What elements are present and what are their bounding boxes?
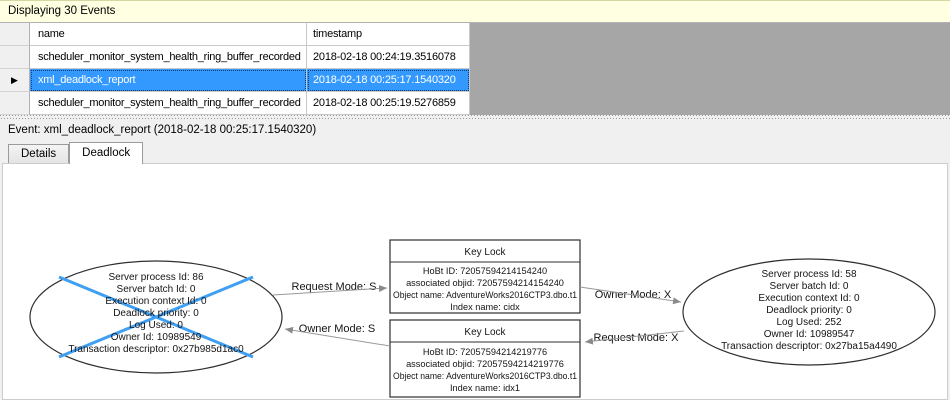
resource-node-keylock-bottom[interactable]: Key Lock HoBt ID: 72057594214219776 asso… [389,319,581,398]
resource-detail: Index name: idx1 [450,383,520,393]
edge-line [284,326,391,347]
edge-label-request-x: Request Mode: X [594,332,680,344]
event-name-cell[interactable]: xml_deadlock_report [30,69,307,92]
process-detail: Server batch Id: 0 [117,284,196,295]
deadlock-tab-page: Server process Id: 86 Server batch Id: 0… [2,163,948,400]
resource-detail: HoBt ID: 72057594214154240 [423,266,547,276]
process-detail: Owner Id: 10989549 [111,332,202,343]
row-selector-cell[interactable]: ▶ [0,69,30,92]
grid-header-row: name timestamp [0,23,950,46]
selected-row-marker-icon: ▶ [11,75,18,85]
event-timestamp-cell[interactable]: 2018-02-18 00:24:19.3516078 [307,46,470,69]
resource-detail: associated objid: 72057594214219776 [406,359,564,369]
resource-detail: Object name: AdventureWorks2016CTP3.dbo.… [393,290,577,300]
event-title-bar: Event: xml_deadlock_report (2018-02-18 0… [0,120,950,141]
process-detail: Transaction descriptor: 0x27ba15a4490 [721,341,897,352]
process-detail: Deadlock priority: 0 [113,308,199,319]
edge-line [272,284,388,296]
process-detail: Log Used: 0 [129,320,183,331]
resource-detail: Object name: AdventureWorks2016CTP3.dbo.… [393,371,577,381]
resource-detail: Index name: cidx [450,302,520,312]
deadlock-edges: Request Mode: S Owner Mode: S Owner Mode… [272,281,685,347]
resource-box [389,239,581,314]
edge-label-owner-s: Owner Mode: S [299,323,375,335]
edge-line [579,286,682,305]
process-detail: Execution context Id: 0 [105,296,207,307]
resource-node-keylock-top[interactable]: Key Lock HoBt ID: 72057594214154240 asso… [389,239,581,314]
process-detail: Log Used: 252 [776,317,841,328]
event-name-cell[interactable]: scheduler_monitor_system_health_ring_buf… [30,92,307,115]
table-row[interactable]: scheduler_monitor_system_health_ring_buf… [0,92,950,115]
resource-detail: associated objid: 72057594214154240 [406,278,564,288]
tab-details[interactable]: Details [8,144,70,163]
event-title-label: Event: xml_deadlock_report (2018-02-18 0… [8,124,317,136]
process-detail: Execution context Id: 0 [758,293,860,304]
process-node-owner[interactable]: Server process Id: 58 Server batch Id: 0… [682,258,936,366]
deadlock-graph: Server process Id: 86 Server batch Id: 0… [29,239,936,398]
events-grid: name timestamp scheduler_monitor_system_… [0,23,950,115]
process-ellipse [682,258,936,366]
table-row-selected[interactable]: ▶ xml_deadlock_report 2018-02-18 00:25:1… [0,69,950,92]
tab-deadlock[interactable]: Deadlock [69,142,144,164]
process-node-victim[interactable]: Server process Id: 86 Server batch Id: 0… [29,260,283,374]
resource-detail: HoBt ID: 72057594214219776 [423,347,547,357]
row-selector-header [0,23,30,46]
process-detail: Server batch Id: 0 [770,281,849,292]
process-detail: Server process Id: 58 [761,269,856,280]
column-header-timestamp[interactable]: timestamp [307,23,470,46]
victim-cross-icon [58,275,254,359]
process-detail: Deadlock priority: 0 [766,305,852,316]
tab-strip: Details Deadlock [0,141,950,164]
process-detail: Transaction descriptor: 0x27b985d1ac0 [68,344,244,355]
row-selector-cell[interactable] [0,46,30,69]
event-timestamp-cell[interactable]: 2018-02-18 00:25:17.1540320 [307,69,470,92]
resource-title: Key Lock [464,327,506,338]
process-detail: Server process Id: 86 [108,272,203,283]
process-detail: Owner Id: 10989547 [764,329,855,340]
column-header-name[interactable]: name [30,23,307,46]
row-selector-cell[interactable] [0,92,30,115]
pane-splitter[interactable] [0,115,950,120]
resource-title: Key Lock [464,247,506,258]
events-count-bar: Displaying 30 Events [0,0,950,23]
edge-line [584,330,685,345]
table-row[interactable]: scheduler_monitor_system_health_ring_buf… [0,46,950,69]
events-count-label: Displaying 30 Events [8,5,116,17]
event-timestamp-cell[interactable]: 2018-02-18 00:25:19.5276859 [307,92,470,115]
event-name-cell[interactable]: scheduler_monitor_system_health_ring_buf… [30,46,307,69]
resource-box [389,319,581,398]
